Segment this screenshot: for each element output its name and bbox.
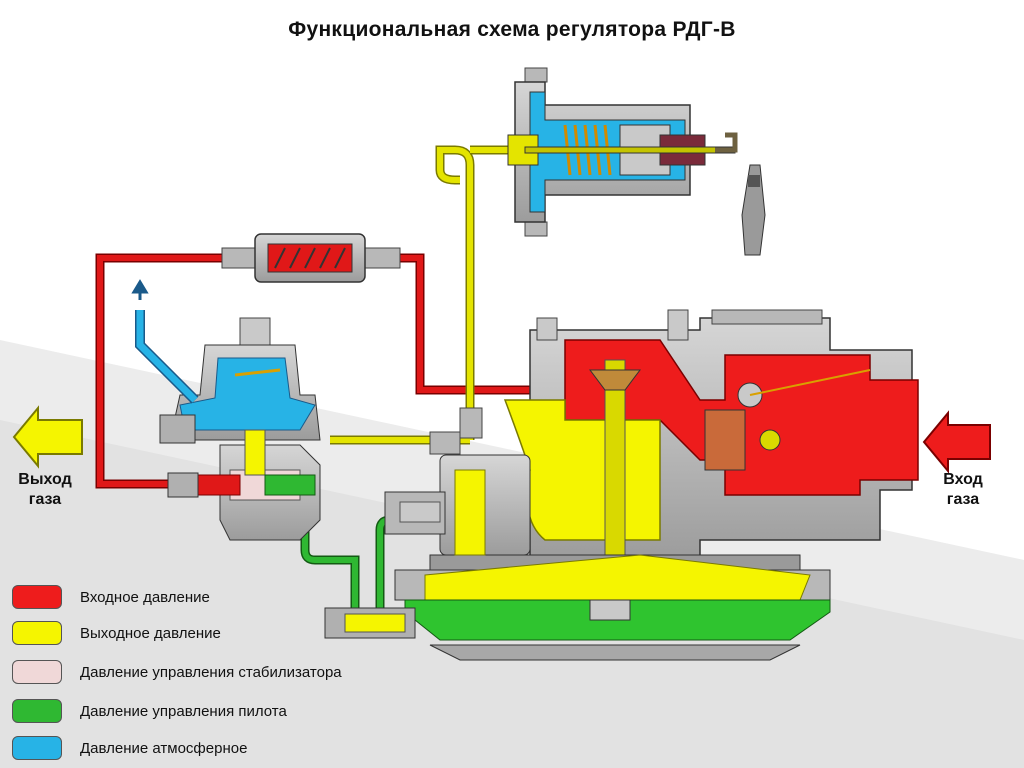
outlet-label: Выход газа [18, 471, 72, 508]
outlet-block [384, 454, 531, 556]
inlet-arrow-icon [922, 410, 991, 474]
legend-item-atmospheric: Давление атмосферное [12, 735, 247, 761]
outlet-pressure-line [330, 145, 520, 445]
legend-swatch-inlet [12, 585, 62, 609]
legend-swatch-stabilizer [12, 660, 62, 684]
atmospheric-vent [131, 279, 199, 404]
pilot-assembly [507, 67, 766, 256]
outlet-arrow-icon [12, 405, 83, 469]
legend-label-stabilizer: Давление управления стабилизатора [80, 663, 342, 681]
legend-swatch-outlet [12, 621, 62, 645]
legend-item-outlet: Выходное давление [12, 620, 221, 646]
filter-unit [221, 233, 401, 283]
legend-label-pilot: Давление управления пилота [80, 702, 287, 720]
inlet-label: Вход газа [943, 471, 983, 508]
legend-item-pilot: Давление управления пилота [12, 698, 287, 724]
legend-label-outlet: Выходное давление [80, 624, 221, 642]
legend-item-stabilizer: Давление управления стабилизатора [12, 659, 342, 685]
main-valve-body [503, 309, 919, 611]
legend-label-atmospheric: Давление атмосферное [80, 739, 248, 757]
stabilizer [159, 317, 321, 541]
legend-swatch-atmospheric [12, 736, 62, 760]
legend-label-inlet: Входное давление [80, 588, 210, 606]
legend-swatch-pilot [12, 699, 62, 723]
diaphragm-housing [324, 554, 831, 661]
page-title: Функциональная схема регулятора РДГ-В [288, 18, 736, 41]
legend-item-inlet: Входное давление [12, 584, 210, 610]
